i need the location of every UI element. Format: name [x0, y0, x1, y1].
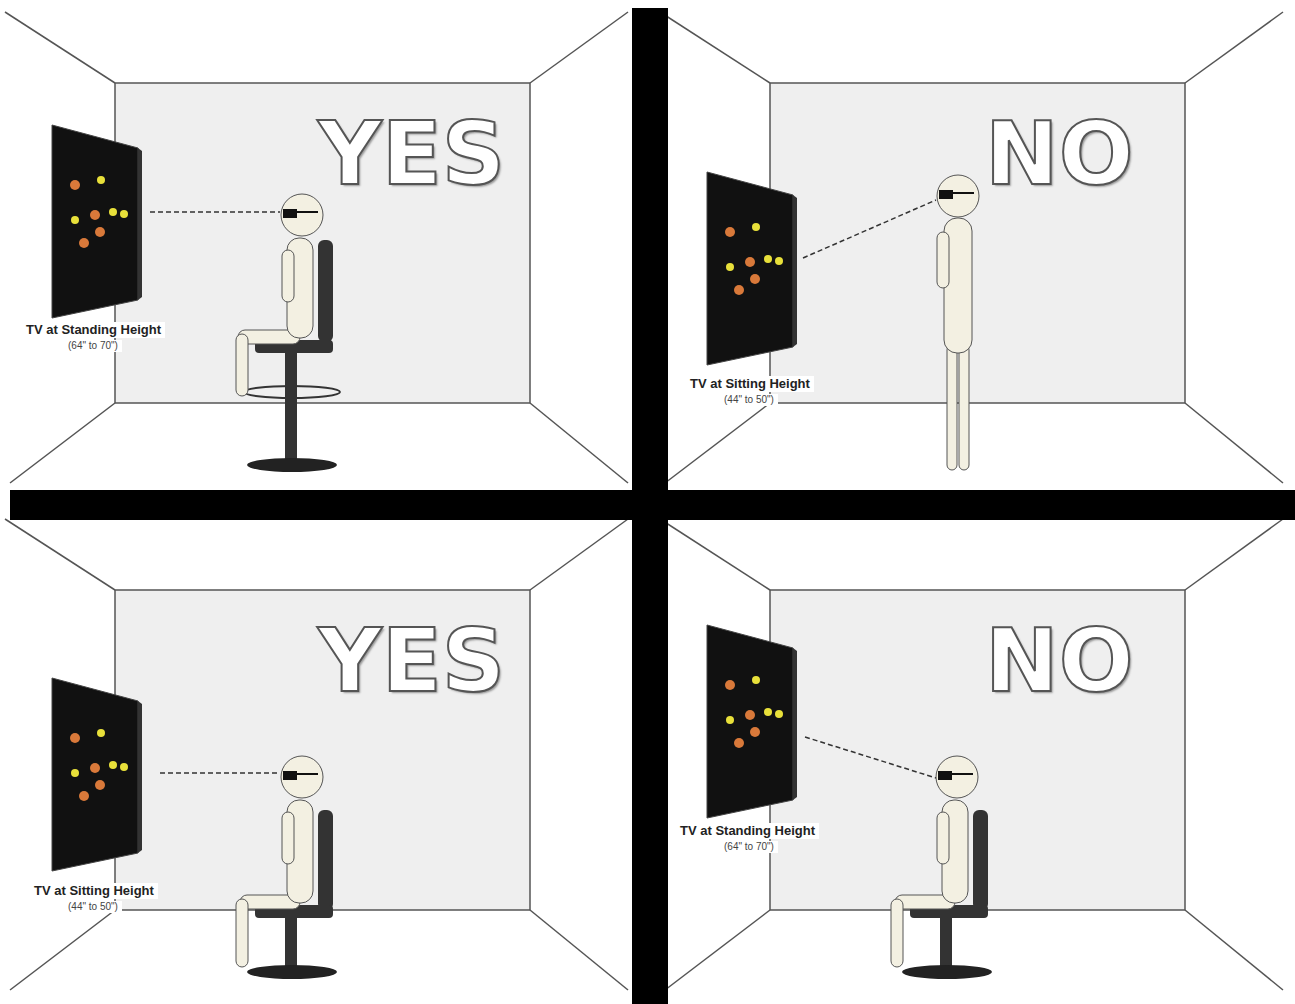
tv-height-label: TV at Sitting Height	[30, 883, 158, 899]
tv-height-label: TV at Sitting Height	[686, 376, 814, 392]
height-range: (64" to 70")	[720, 841, 778, 853]
height-range: (44" to 50")	[64, 901, 122, 913]
height-range: (64" to 70")	[64, 340, 122, 352]
verdict-word: NO	[985, 617, 1133, 705]
verdict-word: YES	[318, 617, 505, 705]
tv-height-label: TV at Standing Height	[676, 823, 819, 839]
height-range: (44" to 50")	[720, 394, 778, 406]
tv-height-label: TV at Standing Height	[22, 322, 165, 338]
verdict-word: NO	[985, 110, 1133, 198]
verdict-word: YES	[318, 110, 505, 198]
